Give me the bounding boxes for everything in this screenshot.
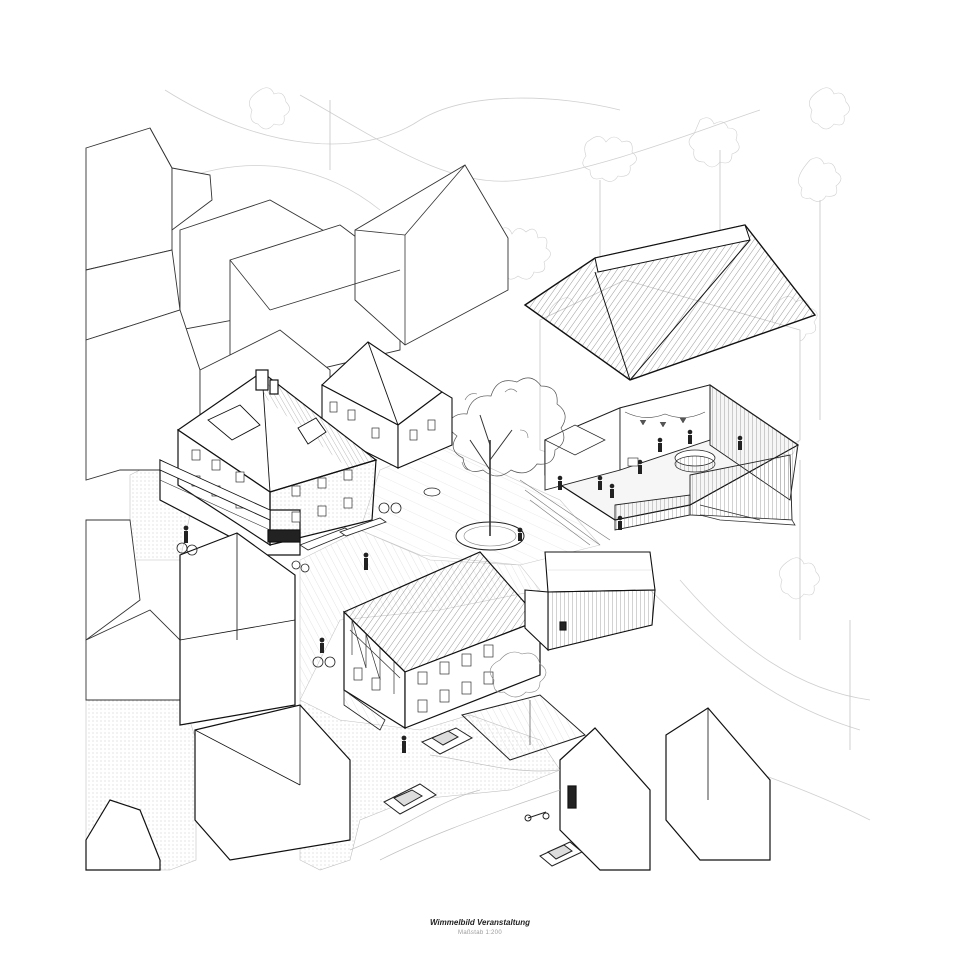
plaza-furniture <box>291 487 441 573</box>
bicycles <box>176 542 336 668</box>
car-3 <box>539 841 583 867</box>
people-outside <box>183 525 523 753</box>
cars <box>383 727 583 867</box>
wooden-shed <box>524 551 656 652</box>
street-lines <box>349 754 561 861</box>
drawing-scale: Maßstab 1:200 <box>458 930 502 936</box>
car-1 <box>420 727 474 755</box>
small-house-back <box>321 341 453 469</box>
context-buildings-left <box>85 127 509 701</box>
main-house-left <box>159 369 378 556</box>
scooter <box>524 811 550 822</box>
drawing-title: Wimmelbild Veranstaltung <box>429 918 531 927</box>
hall-ramp <box>519 479 611 546</box>
foreground-buildings <box>85 532 771 871</box>
half-timbered-house <box>342 551 542 731</box>
context-building-ridges <box>149 127 466 345</box>
car-2 <box>383 783 437 815</box>
plaza-tree <box>444 377 566 551</box>
tree-trunks-background <box>329 100 851 750</box>
sunken-court <box>460 651 586 761</box>
event-hall <box>523 224 817 531</box>
